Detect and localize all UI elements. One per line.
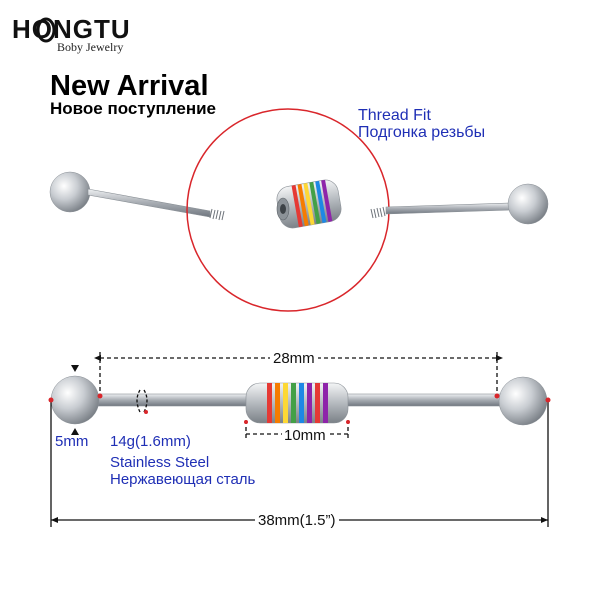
total-length-label: 38mm(1.5”) — [255, 512, 339, 529]
top-right-bar — [370, 183, 549, 225]
between-balls-length-label: 28mm — [270, 350, 318, 367]
brand-name: HONGTU — [12, 14, 131, 44]
center-bead-top — [276, 179, 342, 229]
material-label-ru: Нержавеющая сталь — [110, 471, 256, 488]
red-markers — [48, 393, 551, 424]
brand-tagline: Boby Jewelry — [57, 40, 124, 54]
brand-logo-mark — [36, 17, 56, 43]
material-label-en: Stainless Steel — [110, 454, 210, 471]
thread-fit-label-ru: Подгонка резьбы — [358, 124, 486, 141]
top-left-bar — [49, 171, 225, 221]
bottom-barbell — [50, 375, 548, 426]
headline-en: New Arrival — [50, 70, 209, 102]
ball-size-label: 5mm — [55, 433, 89, 450]
arrowheads — [51, 355, 548, 523]
thread-fit-label-en: Thread Fit — [358, 107, 431, 124]
gauge-label: 14g(1.6mm) — [110, 433, 191, 450]
headline-ru: Новое поступление — [50, 99, 217, 118]
bead-length-label: 10mm — [282, 427, 328, 444]
